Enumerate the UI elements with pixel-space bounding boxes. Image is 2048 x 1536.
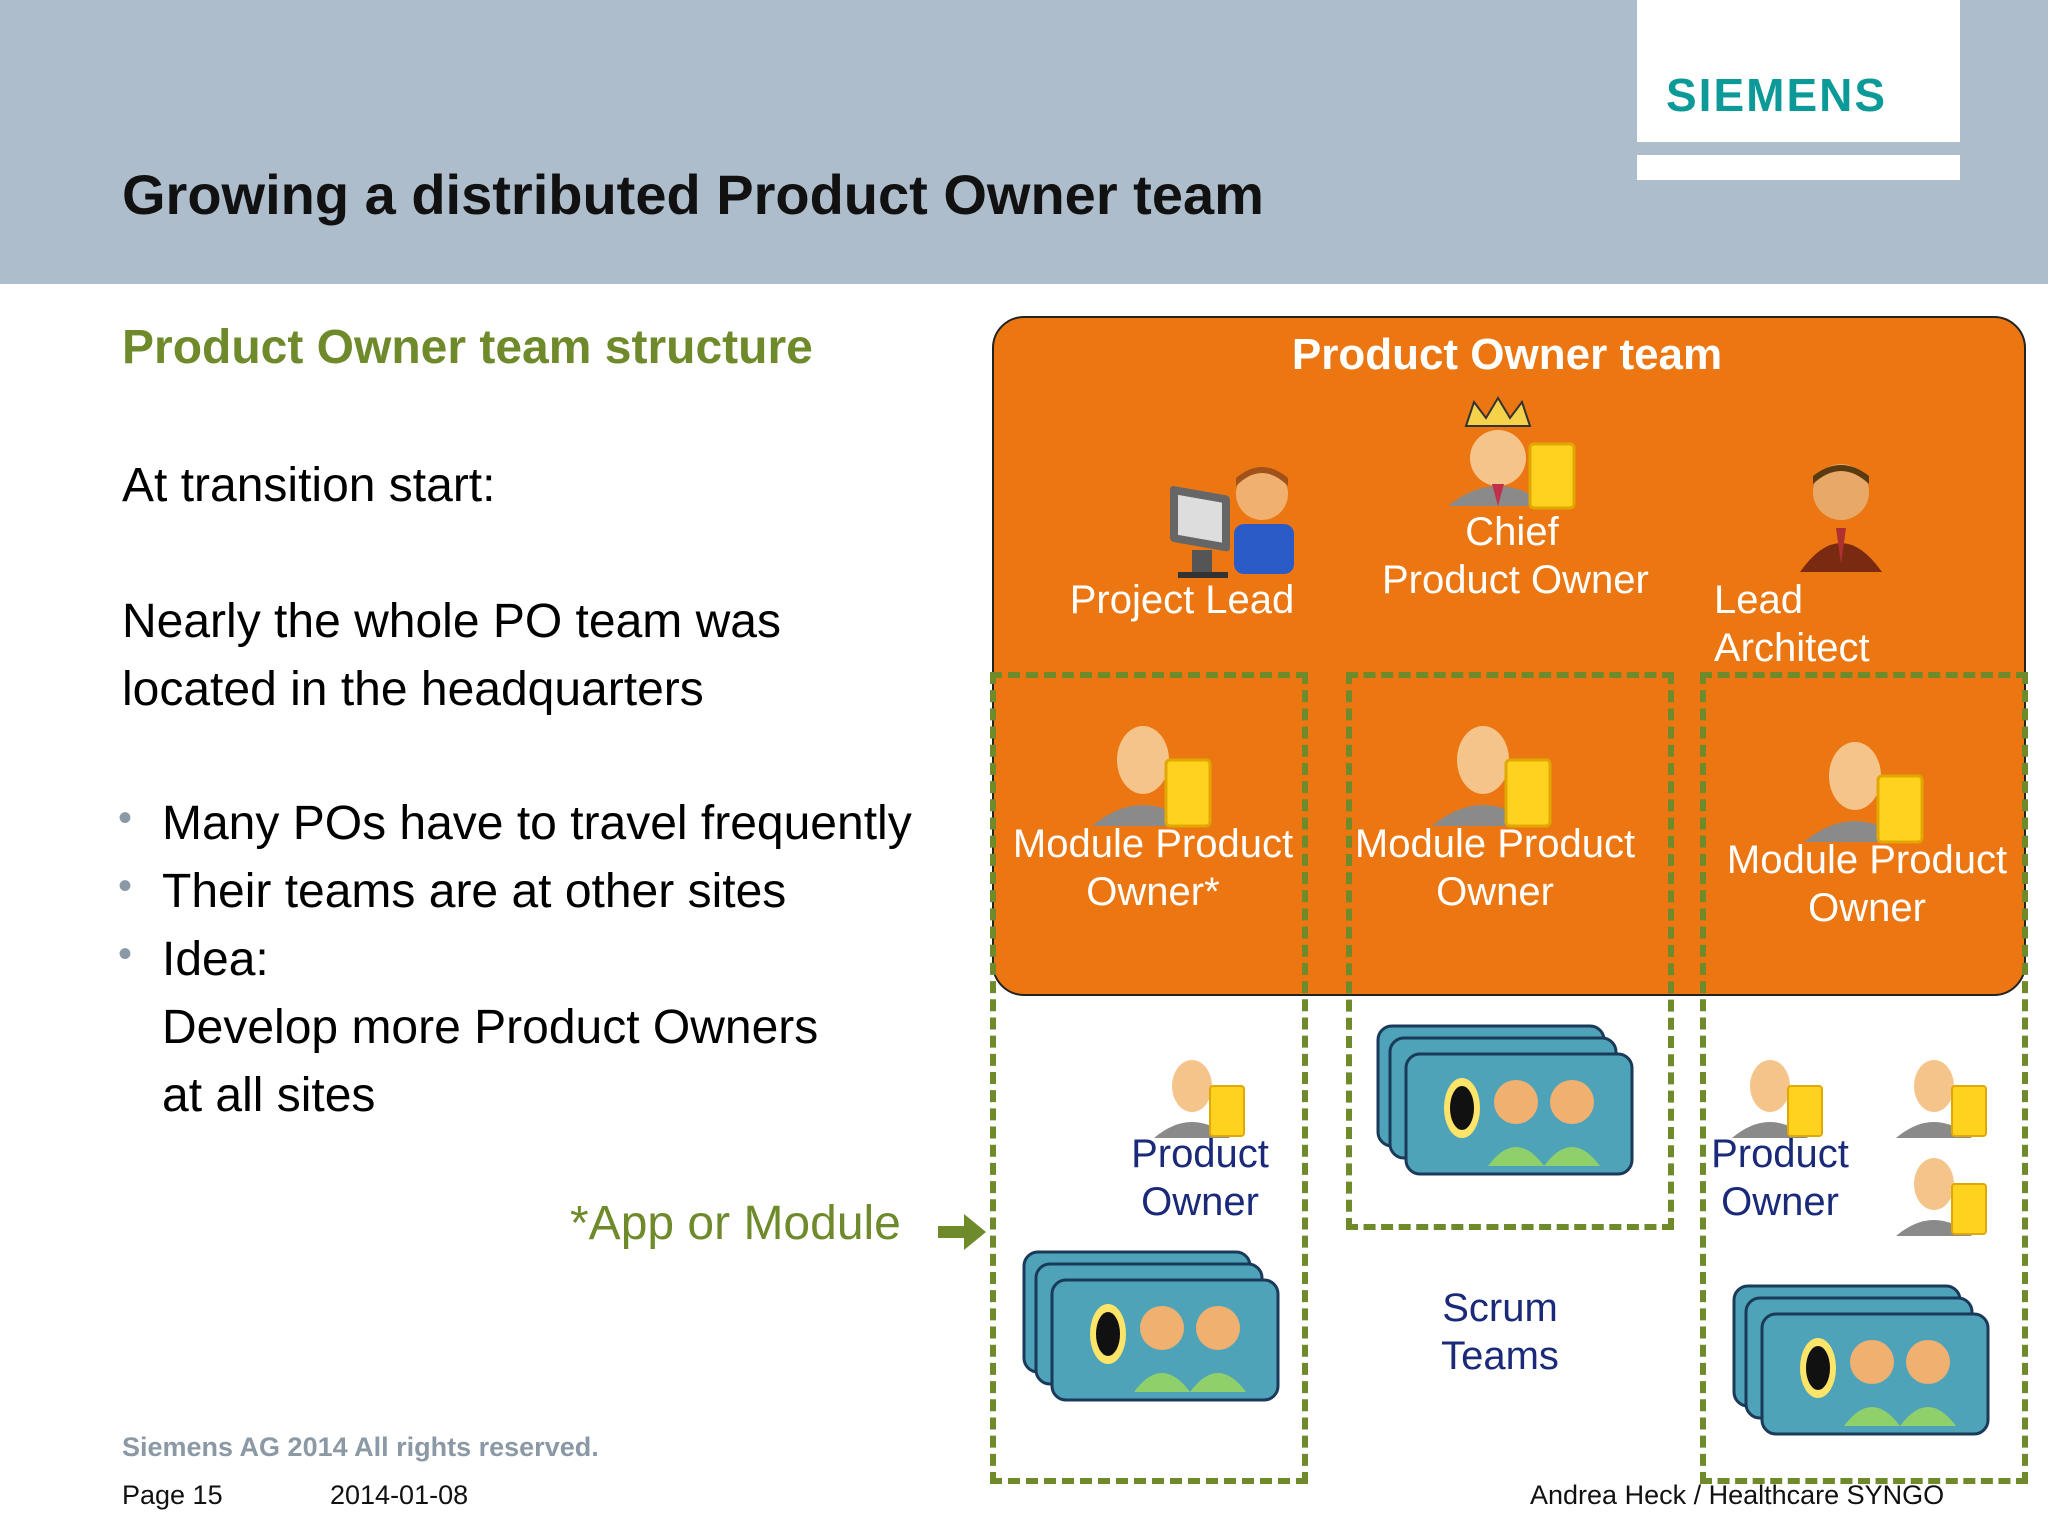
date-text: 2014-01-08 [330, 1480, 469, 1510]
module-po-2-line-1: Module Product [1354, 822, 1636, 866]
product-owner-icon [1732, 1060, 1823, 1138]
module-po-1-line-2: Owner* [1086, 870, 1220, 914]
po-team-box [992, 316, 2026, 996]
bullet-item: Idea: [162, 933, 269, 986]
product-owner-3-line-1: Product [1711, 1132, 1849, 1176]
scrum-team-icon [1732, 1284, 1990, 1436]
bullet-continuation-line-2: at all sites [162, 1069, 376, 1122]
po-team-title: Product Owner team [1291, 330, 1723, 379]
product-owner-icon [1896, 1060, 1987, 1138]
module-po-label-2: Module Product Owner [1340, 820, 1650, 916]
module-po-label-3: Module Product Owner [1712, 836, 2022, 932]
author-text: Andrea Heck / Healthcare SYNGO [1530, 1480, 1945, 1510]
logo-bar [1637, 155, 1960, 180]
product-owner-icon [1896, 1158, 1987, 1236]
module-po-2-line-2: Owner [1436, 870, 1554, 914]
paragraph-line-2: located in the headquarters [122, 663, 704, 716]
bullet-dot-icon: • [118, 932, 133, 976]
slide-title: Growing a distributed Product Owner team [122, 163, 1264, 226]
arrow-right-icon [938, 1214, 986, 1250]
module-po-3-line-1: Module Product [1726, 838, 2008, 882]
crown-person-icon [1448, 396, 1576, 510]
chief-label: Chief Product Owner [1382, 508, 1649, 604]
bullet-continuation-line-1: Develop more Product Owners [162, 1001, 819, 1054]
product-owner-1-line-1: Product [1131, 1132, 1269, 1176]
bullet-continuation: Develop more Product Owners at all sites [162, 994, 818, 1130]
chief-label-line-2: Product Owner [1382, 558, 1649, 602]
paragraph-line-1: Nearly the whole PO team was [122, 595, 781, 648]
lead-architect-line-2: Architect [1714, 626, 1870, 670]
module-po-label-1: Module Product Owner* [998, 820, 1308, 916]
module-po-1-line-1: Module Product [1012, 822, 1294, 866]
footnote-label: *App or Module [570, 1197, 901, 1250]
scrum-teams-line-2: Teams [1441, 1334, 1559, 1378]
product-owner-icon [1154, 1060, 1245, 1138]
page-number: Page 15 [122, 1480, 223, 1510]
product-owner-3-line-2: Owner [1721, 1180, 1839, 1224]
product-owner-1-line-2: Owner [1141, 1180, 1259, 1224]
project-lead-icon [1170, 467, 1294, 578]
lead-architect-icon [1800, 464, 1882, 572]
module-column-2 [1346, 672, 1674, 1230]
scrum-teams-line-1: Scrum [1442, 1286, 1558, 1330]
bullet-dot-icon: • [118, 796, 133, 840]
lead-architect-line-1: Lead [1714, 578, 1803, 622]
module-column-3 [1700, 672, 2028, 1484]
scrum-team-icon [1022, 1250, 1280, 1402]
lead-architect-label: Lead Architect [1714, 576, 1934, 672]
module-po-icon [1432, 726, 1552, 828]
bullet-item: Their teams are at other sites [162, 865, 787, 918]
logo-box [1637, 0, 1960, 142]
product-owner-label-3: Product Owner [1690, 1130, 1870, 1226]
bullet-item: Many POs have to travel frequently [162, 797, 912, 850]
module-po-3-line-2: Owner [1808, 886, 1926, 930]
copyright-text: Siemens AG 2014 All rights reserved. [122, 1432, 599, 1462]
scrum-teams-label: Scrum Teams [1410, 1284, 1590, 1380]
project-lead-label: Project Lead [1069, 578, 1295, 622]
module-po-icon [1092, 726, 1212, 828]
scrum-team-icon [1376, 1024, 1634, 1176]
bullet-dot-icon: • [118, 864, 133, 908]
intro-text: At transition start: [122, 459, 496, 512]
siemens-logo: SIEMENS [1666, 69, 1888, 121]
module-po-icon [1804, 742, 1924, 844]
chief-label-line-1: Chief [1465, 510, 1559, 554]
section-subtitle: Product Owner team structure [122, 321, 813, 374]
paragraph: Nearly the whole PO team was located in … [122, 588, 781, 724]
module-column-1 [990, 672, 1308, 1484]
product-owner-label-1: Product Owner [1110, 1130, 1290, 1226]
